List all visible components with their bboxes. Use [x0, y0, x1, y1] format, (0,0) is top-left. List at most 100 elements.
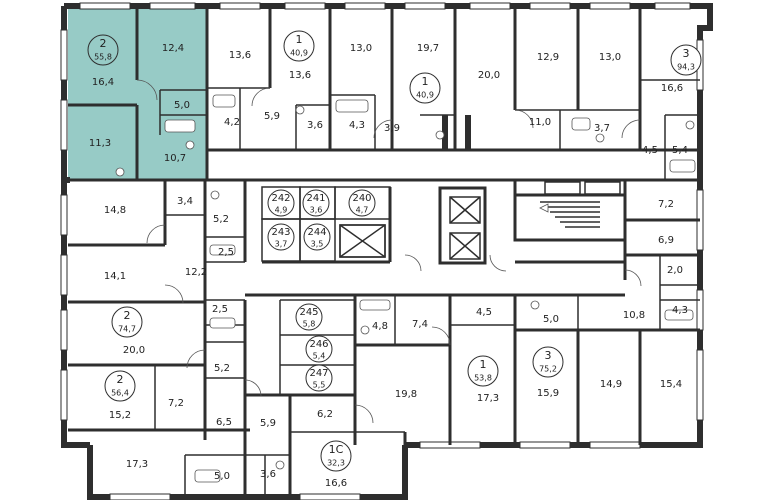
room-area: 11,0: [529, 117, 551, 128]
storage-badge-243[interactable]: 243 3,7: [267, 223, 295, 251]
svg-text:1: 1: [422, 75, 429, 88]
svg-text:3,7: 3,7: [275, 240, 288, 249]
room-area: 11,3: [89, 138, 111, 149]
svg-text:2: 2: [100, 37, 107, 50]
apartment-badge-2-55-8[interactable]: 2 55,8: [87, 34, 119, 66]
svg-text:241: 241: [306, 193, 325, 204]
room-area: 2,5: [218, 247, 234, 258]
apartment-badge-2-74-7[interactable]: 2 74,7: [111, 306, 143, 338]
storage-badge-244[interactable]: 244 3,5: [303, 223, 331, 251]
storage-badge-242[interactable]: 242 4,9: [267, 189, 295, 217]
room-area: 4,3: [672, 305, 688, 316]
interior-walls: [68, 6, 700, 497]
svg-text:40,9: 40,9: [290, 49, 308, 58]
room-area: 13,0: [350, 43, 372, 54]
room-area: 17,3: [477, 393, 499, 404]
room-area: 4,2: [224, 117, 240, 128]
room-area: 7,2: [168, 398, 184, 409]
room-area: 20,0: [478, 70, 500, 81]
svg-text:1: 1: [480, 358, 487, 371]
room-area: 19,7: [417, 43, 439, 54]
room-area: 5,2: [214, 363, 230, 374]
apartment-badge-1c-32-3[interactable]: 1С 32,3: [320, 440, 352, 472]
svg-text:4,9: 4,9: [275, 206, 288, 215]
room-area: 7,2: [658, 199, 674, 210]
room-area: 12,9: [537, 52, 559, 63]
room-area: 15,9: [537, 388, 559, 399]
apartment-badge-1-40-9-a[interactable]: 1 40,9: [283, 30, 315, 62]
room-area: 3,9: [384, 123, 400, 134]
svg-text:244: 244: [307, 227, 326, 238]
svg-text:5,8: 5,8: [303, 320, 316, 329]
svg-text:4,7: 4,7: [356, 206, 369, 215]
apartment-badge-3-94-3[interactable]: 3 94,3: [670, 44, 702, 76]
room-area: 7,4: [412, 319, 428, 330]
svg-text:5,5: 5,5: [313, 381, 326, 390]
room-area: 12,2: [185, 267, 207, 278]
bathroom-fixtures: [115, 94, 696, 483]
room-area: 2,5: [212, 304, 228, 315]
storage-badge-241[interactable]: 241 3,6: [302, 189, 330, 217]
svg-text:53,8: 53,8: [474, 374, 492, 383]
room-area: 5,0: [214, 471, 230, 482]
room-area: 17,3: [126, 459, 148, 470]
room-area: 6,9: [658, 235, 674, 246]
storage-badges: 242 4,9 241 3,6 240 4,7 243 3,7 244 3,5 …: [267, 189, 376, 392]
svg-text:243: 243: [271, 227, 290, 238]
room-area: 5,0: [543, 314, 559, 325]
svg-text:75,2: 75,2: [539, 365, 557, 374]
svg-text:74,7: 74,7: [118, 325, 136, 334]
svg-text:56,4: 56,4: [111, 389, 129, 398]
room-area: 3,6: [260, 469, 276, 480]
storage-badge-246[interactable]: 246 5,4: [305, 335, 333, 363]
storage-badge-247[interactable]: 247 5,5: [305, 364, 333, 392]
room-area: 13,0: [599, 52, 621, 63]
room-area: 3,4: [177, 196, 193, 207]
svg-text:1С: 1С: [329, 443, 344, 456]
svg-text:1: 1: [296, 33, 303, 46]
room-area: 16,4: [92, 77, 114, 88]
apartment-badge-1-40-9-b[interactable]: 1 40,9: [409, 72, 441, 104]
svg-text:245: 245: [299, 307, 318, 318]
room-area: 3,6: [307, 120, 323, 131]
room-area: 5,9: [264, 111, 280, 122]
room-area: 16,6: [661, 83, 683, 94]
room-area: 5,4: [672, 145, 688, 156]
storage-badge-240[interactable]: 240 4,7: [348, 189, 376, 217]
apartment-badge-2-56-4[interactable]: 2 56,4: [104, 370, 136, 402]
room-area: 5,9: [260, 418, 276, 429]
svg-text:247: 247: [309, 368, 328, 379]
svg-text:246: 246: [309, 339, 328, 350]
room-area: 10,7: [164, 153, 186, 164]
svg-text:240: 240: [352, 193, 371, 204]
room-area: 16,6: [325, 478, 347, 489]
svg-text:3: 3: [545, 349, 552, 362]
room-area: 6,5: [216, 417, 232, 428]
door-swings: [136, 79, 642, 424]
room-area: 5,2: [213, 214, 229, 225]
svg-text:94,3: 94,3: [677, 63, 695, 72]
room-area: 14,9: [600, 379, 622, 390]
room-area: 13,6: [289, 70, 311, 81]
svg-text:32,3: 32,3: [327, 459, 345, 468]
room-area: 5,0: [174, 100, 190, 111]
apartment-badge-1-53-8[interactable]: 1 53,8: [467, 355, 499, 387]
svg-text:2: 2: [117, 373, 124, 386]
svg-text:40,9: 40,9: [416, 91, 434, 100]
apartment-badge-3-75-2[interactable]: 3 75,2: [532, 346, 564, 378]
room-area: 13,6: [229, 50, 251, 61]
svg-text:3,6: 3,6: [310, 206, 323, 215]
room-area: 14,8: [104, 205, 126, 216]
svg-text:3: 3: [683, 47, 690, 60]
room-area: 6,2: [317, 409, 333, 420]
room-area: 10,8: [623, 310, 645, 321]
room-area: 20,0: [123, 345, 145, 356]
room-area: 4,5: [476, 307, 492, 318]
room-area: 4,8: [372, 321, 388, 332]
room-area: 3,7: [594, 123, 610, 134]
room-area: 12,4: [162, 43, 184, 54]
room-area-labels: 16,4 12,4 5,0 11,3 10,7 13,6 4,2 5,9 13,…: [89, 43, 688, 489]
storage-badge-245[interactable]: 245 5,8: [295, 303, 323, 331]
room-area: 4,5: [642, 145, 658, 156]
